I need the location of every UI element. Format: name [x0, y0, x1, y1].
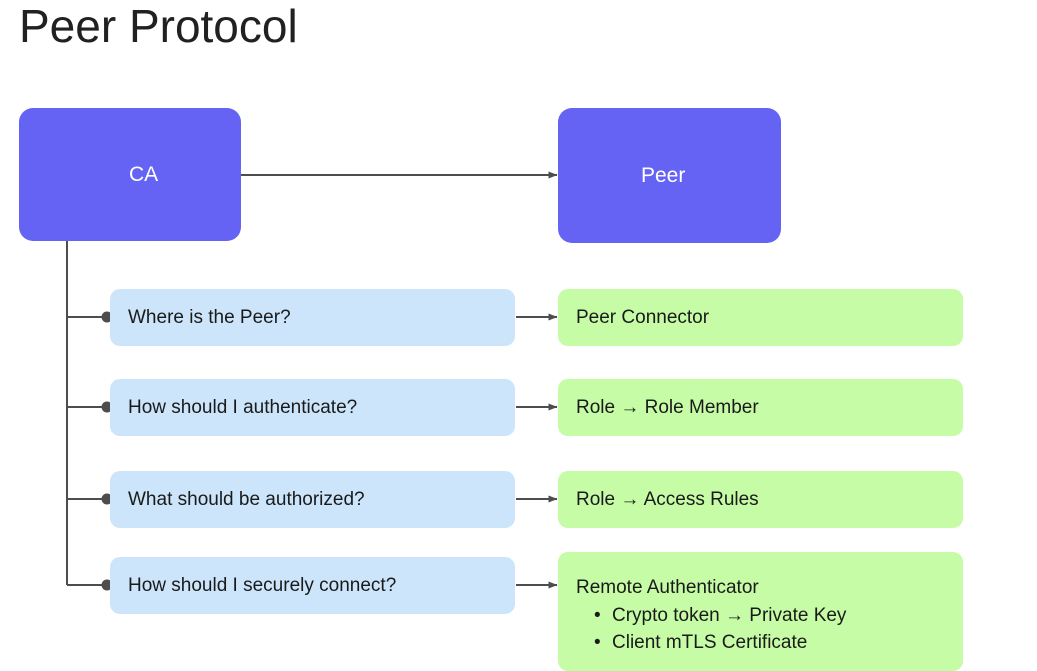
node-answer-3[interactable]: Role → Access Rules: [558, 471, 963, 528]
node-answer-2-label: Role → Role Member: [576, 397, 759, 418]
node-answer-3-label: Role → Access Rules: [576, 489, 759, 510]
node-peer[interactable]: Peer: [558, 108, 781, 243]
node-answer-4[interactable]: Remote Authenticator Crypto token → Priv…: [558, 552, 963, 671]
page-title: Peer Protocol: [19, 0, 298, 52]
node-question-2[interactable]: How should I authenticate?: [110, 379, 515, 436]
node-question-2-label: How should I authenticate?: [128, 397, 358, 418]
node-question-1-label: Where is the Peer?: [128, 307, 291, 328]
list-item: Crypto token → Private Key: [594, 602, 963, 629]
node-answer-1[interactable]: Peer Connector: [558, 289, 963, 346]
node-question-4[interactable]: How should I securely connect?: [110, 557, 515, 614]
node-answer-4-label: Remote Authenticator: [576, 577, 759, 598]
node-question-1[interactable]: Where is the Peer?: [110, 289, 515, 346]
node-ca[interactable]: CA: [19, 108, 241, 241]
node-answer-2[interactable]: Role → Role Member: [558, 379, 963, 436]
node-peer-label: Peer: [641, 163, 686, 187]
node-answer-1-label: Peer Connector: [576, 307, 710, 328]
node-question-4-label: How should I securely connect?: [128, 575, 397, 596]
node-answer-4-bullets: Crypto token → Private Key Client mTLS C…: [576, 602, 963, 656]
node-question-3-label: What should be authorized?: [128, 489, 365, 510]
list-item: Client mTLS Certificate: [594, 629, 963, 656]
node-question-3[interactable]: What should be authorized?: [110, 471, 515, 528]
node-ca-label: CA: [129, 162, 159, 186]
